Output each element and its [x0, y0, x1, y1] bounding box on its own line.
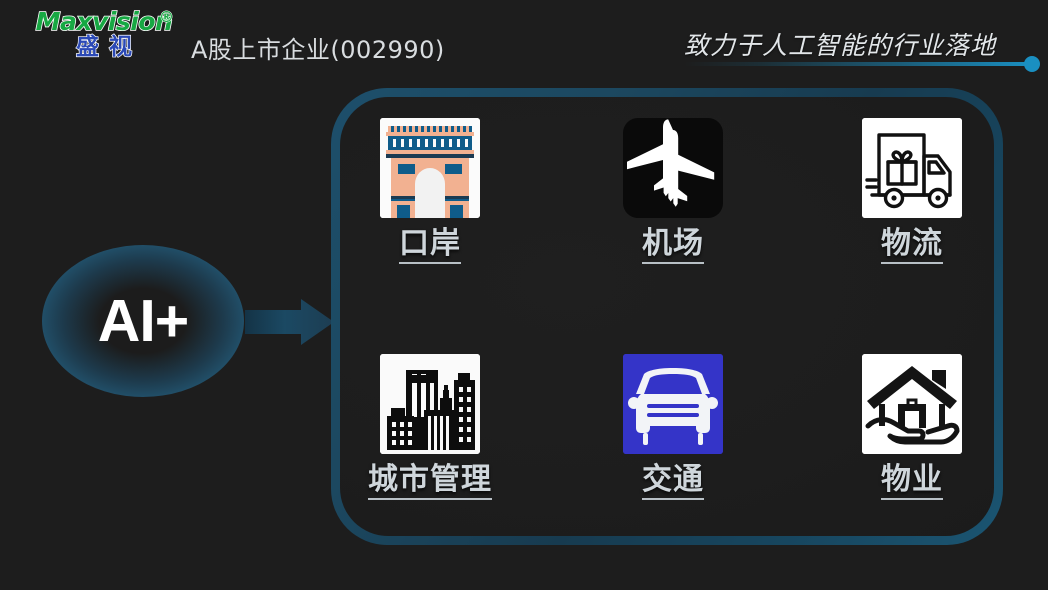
industry-item-logistics[interactable]: 物流 [837, 118, 987, 264]
company-logo: Maxvision ® 盛视 [24, 6, 184, 72]
ai-plus-label: AI+ [97, 287, 189, 354]
slide-header: Maxvision ® 盛视 A股上市企业(002990) 致力于人工智能的行业… [0, 0, 1048, 86]
page-title: A股上市企业(002990) [191, 36, 445, 64]
industry-label: 口岸 [399, 227, 461, 264]
city-buildings-icon [380, 354, 480, 454]
arrow-right-icon [245, 298, 335, 346]
industry-label: 机场 [642, 227, 704, 264]
industry-label: 城市管理 [368, 463, 492, 500]
industry-item-city-management[interactable]: 城市管理 [355, 354, 505, 500]
house-in-hand-icon [862, 354, 962, 454]
port-gateway-arch-icon [380, 118, 480, 218]
industry-label: 交通 [642, 463, 704, 500]
registered-trademark-icon: ® [159, 8, 175, 26]
logo-chinese-name: 盛视 [75, 34, 142, 60]
industry-item-traffic[interactable]: 交通 [598, 354, 748, 500]
industry-item-port[interactable]: 口岸 [355, 118, 505, 264]
airplane-icon [623, 118, 723, 218]
industry-item-airport[interactable]: 机场 [598, 118, 748, 264]
industries-panel: 口岸 机场 [331, 88, 1003, 545]
logo-wordmark: Maxvision [35, 7, 174, 36]
delivery-truck-icon [862, 118, 962, 218]
industry-grid: 口岸 机场 [340, 97, 994, 536]
slogan-block: 致力于人工智能的行业落地 [683, 26, 1040, 72]
industry-label: 物业 [881, 463, 943, 500]
industry-label: 物流 [881, 227, 943, 264]
slogan-underline-rule [683, 62, 1031, 66]
car-front-icon [623, 354, 723, 454]
slogan-end-dot-icon [1023, 56, 1040, 72]
industry-item-property[interactable]: 物业 [837, 354, 987, 500]
ai-plus-node: AI+ [42, 245, 244, 397]
industries-panel-inner: 口岸 机场 [340, 97, 994, 536]
slogan-text: 致力于人工智能的行业落地 [683, 31, 996, 60]
